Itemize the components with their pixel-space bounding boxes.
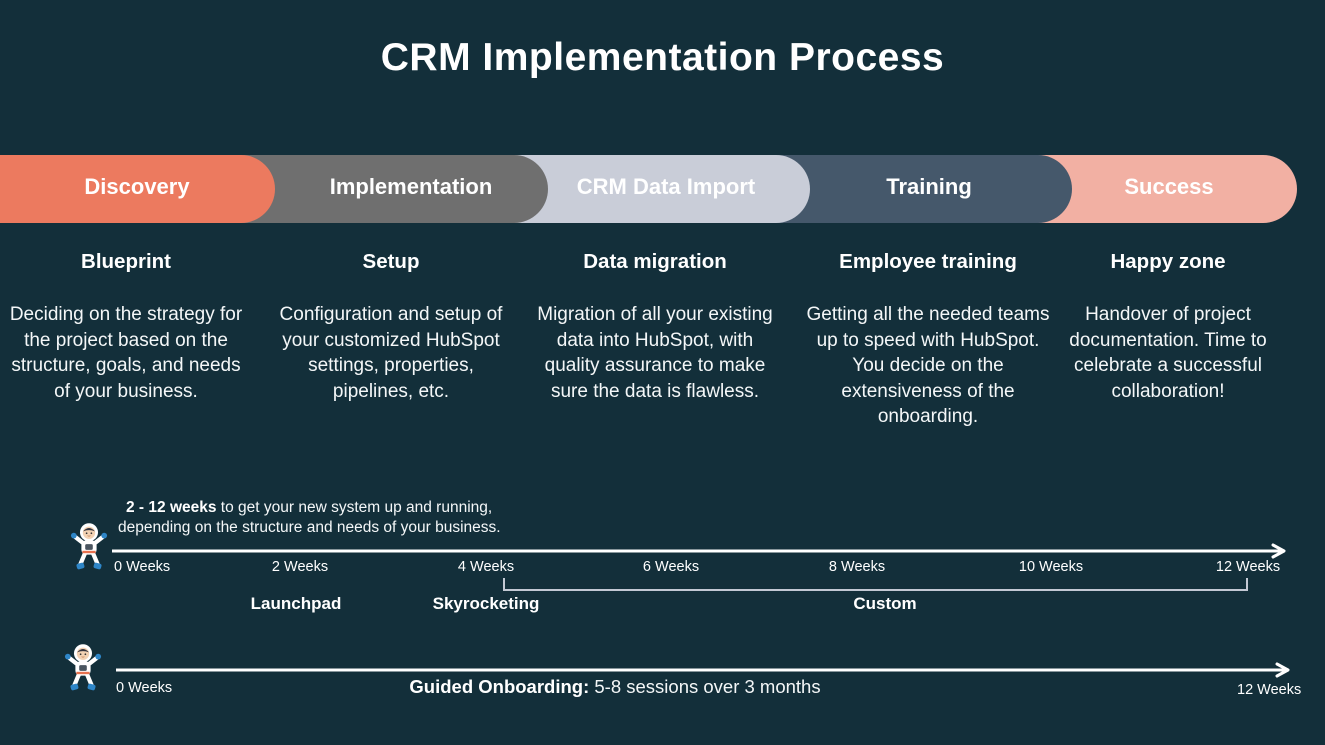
timeline-note: 2 - 12 weeks to get your new system up a… xyxy=(118,498,501,538)
phase-column-training: Employee training Getting all the needed… xyxy=(800,250,1056,430)
phase-label-implementation: Implementation xyxy=(329,174,493,199)
timeline-note-line1: 2 - 12 weeks to get your new system up a… xyxy=(126,499,493,516)
package-custom: Custom xyxy=(853,594,917,613)
tick-2-weeks: 2 Weeks xyxy=(271,559,329,575)
onboarding-end-label: 12 Weeks xyxy=(1237,682,1302,698)
timeline-arrow xyxy=(116,662,1290,678)
phase-label-discovery: Discovery xyxy=(84,174,190,199)
onboarding-caption: Guided Onboarding: 5-8 sessions over 3 m… xyxy=(409,676,821,697)
astronaut-icon xyxy=(64,644,102,691)
astronaut-icon xyxy=(70,523,108,570)
onboarding-start-label: 0 Weeks xyxy=(116,680,173,696)
tick-6-weeks: 6 Weeks xyxy=(642,559,700,575)
tick-0-weeks: 0 Weeks xyxy=(114,559,171,575)
column-description: Migration of all your existing data into… xyxy=(537,304,773,402)
column-heading: Data migration xyxy=(583,250,727,273)
column-description: Configuration and setup of your customiz… xyxy=(279,304,503,402)
phase-column-discovery: Blueprint Deciding on the strategy for t… xyxy=(6,250,246,404)
phase-label-crm-data-import: CRM Data Import xyxy=(576,174,756,199)
package-skyrocketing: Skyrocketing xyxy=(432,594,540,613)
tick-4-weeks: 4 Weeks xyxy=(457,559,515,575)
timeline-note-line2: depending on the structure and needs of … xyxy=(118,519,501,536)
column-heading: Setup xyxy=(362,250,420,273)
timeline-arrow xyxy=(112,543,1286,559)
tick-10-weeks: 10 Weeks xyxy=(1018,559,1084,575)
column-description: Getting all the needed teams up to speed… xyxy=(806,304,1050,427)
column-description: Deciding on the strategy for the project… xyxy=(9,304,243,402)
phase-column-success: Happy zone Handover of project documenta… xyxy=(1048,250,1288,404)
phase-label-success: Success xyxy=(1124,174,1214,199)
phase-pill-discovery xyxy=(0,155,275,223)
phase-column-implementation: Setup Configuration and setup of your cu… xyxy=(271,250,511,404)
tick-12-weeks: 12 Weeks xyxy=(1215,559,1281,575)
phase-column-crm-data-import: Data migration Migration of all your exi… xyxy=(527,250,783,404)
page-title: CRM Implementation Process xyxy=(380,36,945,79)
package-launchpad: Launchpad xyxy=(250,594,342,613)
timeline-note-duration: 2 - 12 weeks xyxy=(126,499,217,516)
onboarding-caption-title: Guided Onboarding: xyxy=(409,676,590,697)
column-heading: Employee training xyxy=(839,250,1017,273)
tick-8-weeks: 8 Weeks xyxy=(828,559,886,575)
custom-range-bracket xyxy=(503,578,1248,591)
column-heading: Blueprint xyxy=(81,250,171,273)
phase-label-training: Training xyxy=(886,174,972,199)
column-heading: Happy zone xyxy=(1110,250,1226,273)
column-description: Handover of project documentation. Time … xyxy=(1069,304,1267,402)
